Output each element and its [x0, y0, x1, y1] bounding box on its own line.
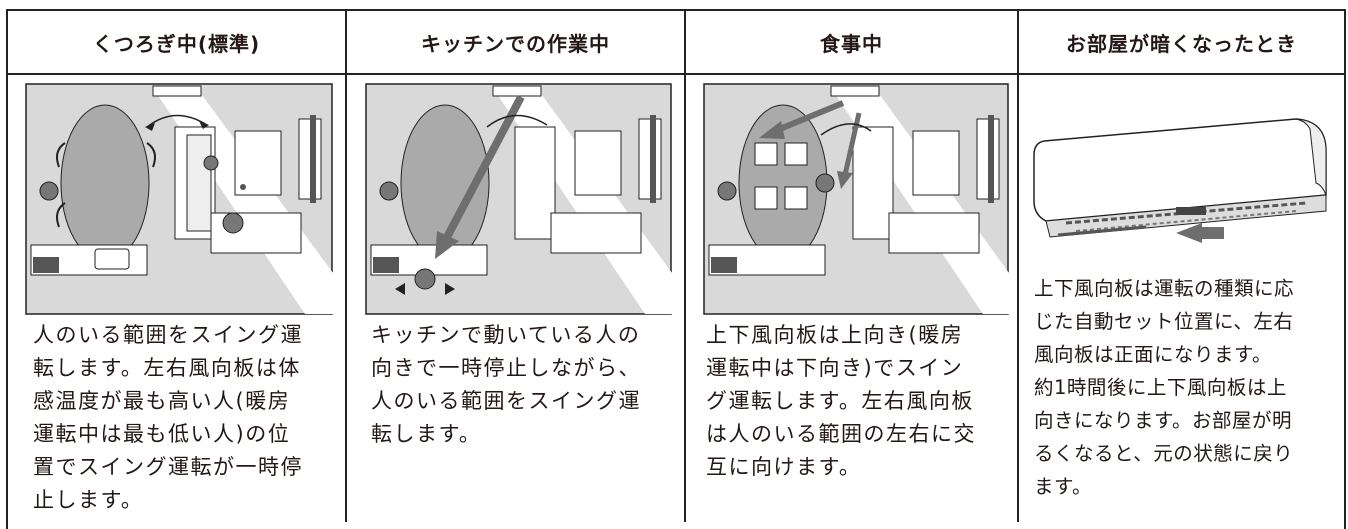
description-relaxing: 人のいる範囲をスイング運 転します。左右風向板は体 感温度が最も高い人(暖房 運… [33, 319, 303, 517]
room-plan-illustration-kitchen [365, 83, 672, 315]
description-line: 感温度が最も高い人(暖房 [33, 389, 291, 413]
description-line: 運転中は最も低い人)の位 [33, 422, 291, 446]
description-line: 約1時間後に上下風向板は上 [1034, 376, 1287, 399]
room-plan-illustration-relaxing [25, 83, 333, 315]
description-dining: 上下風向板は上向き(暖房 運転中は下向き)でスイン グ運転します。左右風向板 は… [706, 319, 976, 484]
description-line: 上下風向板は運転の種類に応 [1034, 277, 1295, 300]
header-divider [6, 73, 1346, 75]
description-kitchen: キッチンで動いている人の 向きで一時停止しながら、 人のいる範囲をスイング運 転… [371, 319, 641, 451]
column-divider-3 [1017, 9, 1019, 522]
description-line: 向きになります。お部屋が明 [1034, 409, 1293, 432]
description-dark-room: 上下風向板は運転の種類に応 じた自動セット位置に、左右 風向板は正面になります。… [1034, 272, 1294, 503]
description-line: 風向板は正面になります。 [1034, 343, 1273, 366]
column-header-dark-room: お部屋が暗くなったとき [1066, 31, 1297, 56]
description-line: 互に向けます。 [706, 455, 862, 479]
column-header-relaxing: くつろぎ中(標準) [92, 31, 261, 56]
column-divider-1 [345, 9, 347, 522]
description-line: 置でスイング運転が一時停 [33, 455, 303, 479]
description-line: 人のいる範囲をスイング運 [33, 323, 303, 347]
column-header-kitchen: キッチンでの作業中 [421, 31, 610, 56]
description-line: ます。 [1034, 475, 1093, 498]
description-line: キッチンで動いている人の [371, 323, 641, 347]
description-line: 向きで一時停止しながら、 [371, 356, 641, 380]
description-line: じた自動セット位置に、左右 [1034, 310, 1294, 333]
description-line: 上下風向板は上向き(暖房 [706, 323, 964, 347]
room-plan-illustration-dining [703, 83, 1009, 315]
description-line: るくなると、元の状態に戻り [1034, 442, 1294, 465]
table-frame [6, 9, 1346, 529]
description-line: 止します。 [33, 488, 144, 512]
description-line: 転します。 [371, 422, 482, 446]
description-line: グ運転します。左右風向板 [706, 389, 974, 413]
air-conditioner-illustration [1026, 111, 1336, 263]
column-header-dining: 食事中 [820, 31, 883, 56]
description-line: 人のいる範囲をスイング運 [371, 389, 641, 413]
description-line: 運転中は下向き)でスイン [706, 356, 964, 380]
description-line: は人のいる範囲の左右に交 [706, 422, 976, 446]
column-divider-2 [684, 9, 686, 522]
description-line: 転します。左右風向板は体 [33, 356, 301, 380]
